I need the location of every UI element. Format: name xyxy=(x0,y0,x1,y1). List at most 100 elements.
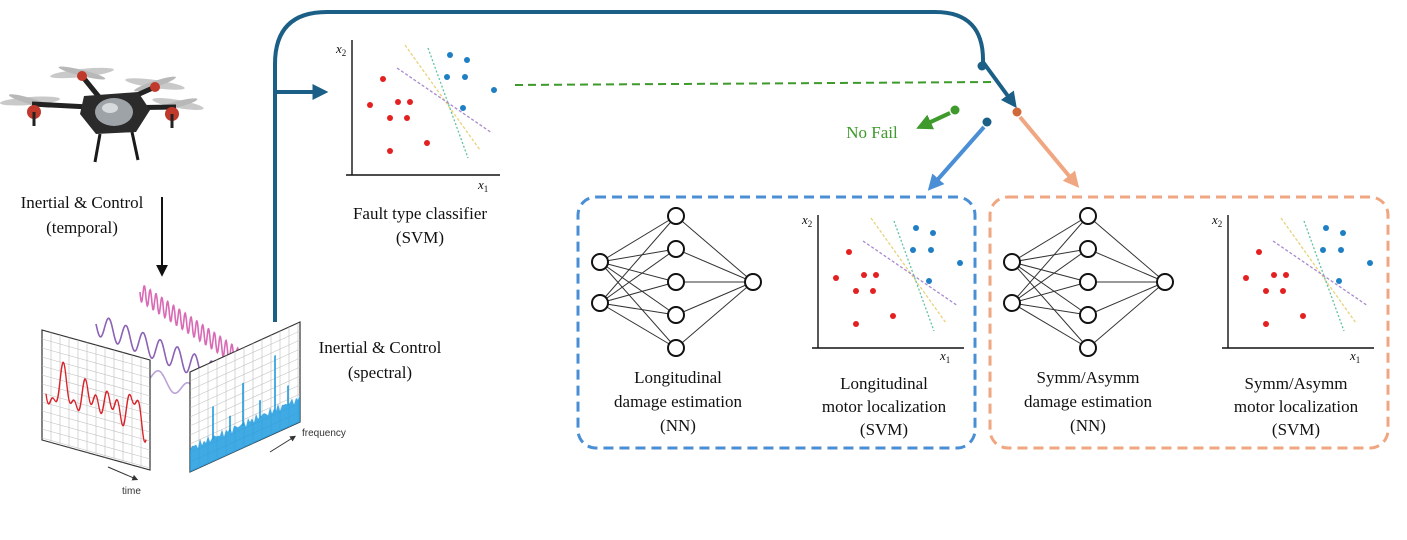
class-b-point xyxy=(910,247,916,253)
spectral-input-label-line1: Inertial & Control xyxy=(319,338,442,357)
nn-output-node xyxy=(744,273,762,291)
temporal-signal-line xyxy=(45,361,147,444)
class-a-point xyxy=(870,288,876,294)
symmetric-branch-arrow xyxy=(1018,115,1080,188)
nn-connection xyxy=(1011,248,1089,263)
longitudinal-svm-label-line1: Longitudinal xyxy=(840,374,928,393)
nn-input-node xyxy=(1003,253,1021,271)
no-fail-arrow xyxy=(916,111,951,130)
nn-connection xyxy=(1011,248,1089,304)
nn-connection xyxy=(1087,215,1166,283)
symmetric-nn-label-line2: damage estimation xyxy=(1024,392,1152,411)
longitudinal-svm-plot: x2 x1 xyxy=(801,212,964,365)
grid-line xyxy=(190,393,300,445)
fault-classifier-label-line2: (SVM) xyxy=(396,228,444,247)
frequency-domain-panel xyxy=(189,321,301,473)
class-b-point xyxy=(1340,230,1346,236)
grid-line xyxy=(190,357,300,409)
class-a-point xyxy=(387,148,393,154)
separating-line-3 xyxy=(1272,240,1369,307)
class-b-point xyxy=(1367,260,1373,266)
separating-line-2 xyxy=(1303,220,1345,332)
time-panel-grid xyxy=(42,332,150,469)
nn-hidden-node xyxy=(667,240,685,258)
nn-input-node xyxy=(591,253,609,271)
nn-connection xyxy=(675,215,754,283)
longitudinal-svm-label-line3: (SVM) xyxy=(860,420,908,439)
nn-hidden-node xyxy=(1079,240,1097,258)
grid-line xyxy=(42,401,150,433)
class-b-point xyxy=(464,57,470,63)
separating-line-3 xyxy=(862,240,959,307)
class-b-point xyxy=(1338,247,1344,253)
separating-line-1 xyxy=(1280,217,1357,324)
grid-line xyxy=(190,348,300,400)
y-axis-label: x2 xyxy=(1211,212,1222,229)
temporal-input-label-line1: Inertial & Control xyxy=(21,193,144,212)
time-axis-label: time xyxy=(122,486,141,497)
symmetric-neural-network xyxy=(1003,207,1174,357)
separating-line-2 xyxy=(427,47,469,159)
nn-connection xyxy=(1087,281,1166,349)
nn-input-node xyxy=(591,294,609,312)
nn-connection xyxy=(599,261,677,316)
class-a-point xyxy=(1271,272,1277,278)
nn-connection xyxy=(599,215,677,263)
separating-line-3 xyxy=(396,67,493,134)
class-b-point xyxy=(930,230,936,236)
nn-connection xyxy=(675,248,754,283)
class-a-point xyxy=(424,140,430,146)
nn-connection xyxy=(1011,261,1089,349)
class-b-point xyxy=(462,74,468,80)
nn-connection xyxy=(599,302,677,316)
spectrum-fill xyxy=(190,395,300,472)
fault-classifier-label-line1: Fault type classifier xyxy=(353,204,487,223)
class-b-point xyxy=(926,278,932,284)
nn-connection xyxy=(1011,302,1089,316)
class-a-point xyxy=(890,313,896,319)
symmetric-svm-plot: x2 x1 xyxy=(1211,212,1374,365)
class-a-point xyxy=(404,115,410,121)
grid-line xyxy=(42,347,150,379)
nn-output-node xyxy=(1156,273,1174,291)
class-b-point xyxy=(1336,278,1342,284)
nn-hidden-node xyxy=(1079,273,1097,291)
scatter-points xyxy=(367,44,497,159)
class-b-point xyxy=(957,260,963,266)
class-a-point xyxy=(853,288,859,294)
quadcopter-icon xyxy=(0,66,204,163)
x-axis-label: x1 xyxy=(939,348,950,365)
separating-line-2 xyxy=(893,220,935,332)
nn-connection xyxy=(1011,261,1089,283)
y-axis-label: x2 xyxy=(335,41,346,58)
class-a-point xyxy=(1280,288,1286,294)
grid-line xyxy=(190,366,300,418)
nn-connection xyxy=(1011,281,1089,304)
class-b-point xyxy=(460,105,466,111)
nn-connection xyxy=(599,248,677,263)
nn-hidden-node xyxy=(667,273,685,291)
class-b-point xyxy=(928,247,934,253)
grid-line xyxy=(42,410,150,442)
class-a-point xyxy=(1300,313,1306,319)
symmetric-svm-label-line2: motor localization xyxy=(1234,397,1359,416)
grid-line xyxy=(42,365,150,397)
symmetric-nn-label-line1: Symm/Asymm xyxy=(1037,368,1140,387)
high-frequency-wave xyxy=(139,284,246,370)
class-a-point xyxy=(873,272,879,278)
mid-frequency-wave xyxy=(95,317,217,381)
time-signal-trace xyxy=(45,361,147,444)
longitudinal-box xyxy=(576,195,977,450)
fault-classifier-plot: x2 x1 xyxy=(335,40,500,194)
time-axis-arrow xyxy=(107,466,139,481)
class-a-point xyxy=(1243,275,1249,281)
class-a-point xyxy=(407,99,413,105)
class-b-point xyxy=(444,74,450,80)
class-b-point xyxy=(491,87,497,93)
x-axis-label: x1 xyxy=(477,177,488,194)
longitudinal-branch-node xyxy=(982,117,992,127)
nn-connection xyxy=(675,281,754,316)
class-a-point xyxy=(387,115,393,121)
nn-connection xyxy=(599,261,677,283)
grid-line xyxy=(190,375,300,427)
